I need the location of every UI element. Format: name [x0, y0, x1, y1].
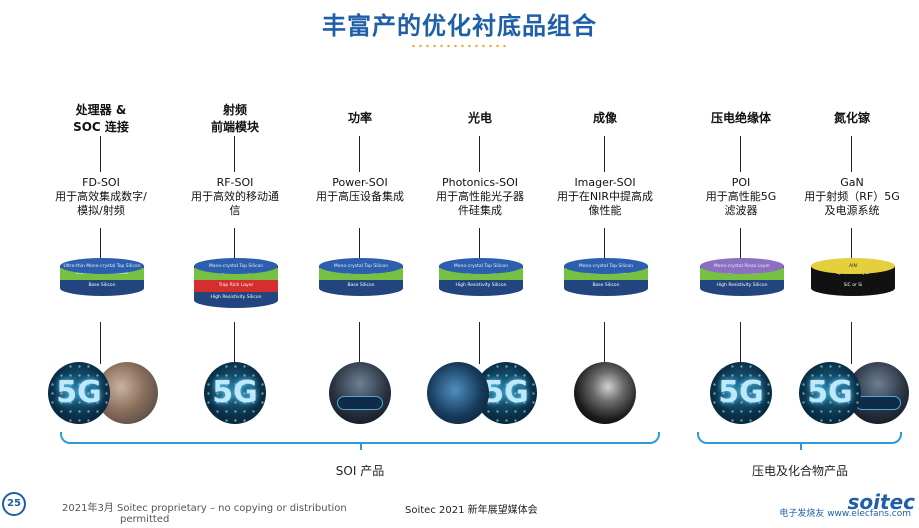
- wafer-layer: Trap Rich Layer: [194, 280, 278, 292]
- wafer-layer: High Resistivity Silicon: [700, 280, 784, 292]
- connector-line: [479, 322, 480, 364]
- connector-line: [740, 228, 741, 260]
- connector-line: [740, 136, 741, 172]
- connector-line: [851, 136, 852, 172]
- wafer-top-layer: [564, 258, 648, 274]
- connector-line: [740, 322, 741, 364]
- column-poi: 压电绝缘体POI用于高性能5G滤波器Buried OxideHigh Resis…: [686, 0, 796, 528]
- connector-line: [359, 228, 360, 260]
- connector-line: [479, 136, 480, 172]
- connector-line: [604, 228, 605, 260]
- connector-line: [234, 322, 235, 364]
- connector-line: [234, 228, 235, 260]
- wafer-top-layer: [194, 258, 278, 274]
- wafer-layer: Base Silicon: [60, 280, 144, 292]
- face-image: [574, 362, 636, 424]
- connector-line: [359, 136, 360, 172]
- wafer-top-label: Mono-crystal Piezo Layer: [713, 264, 771, 269]
- category-label: 光电: [467, 111, 492, 125]
- 5g-image: 5G: [799, 362, 861, 424]
- soitec-logo: soitec: [847, 490, 915, 514]
- footer-event: Soitec 2021 新年展望媒体会: [405, 505, 538, 516]
- connector-line: [851, 228, 852, 260]
- category-label: 功率: [347, 111, 372, 125]
- wafer-layer: High Resistivity Silicon: [194, 292, 278, 304]
- wafer-top-label: Mono-crystal Top Silicon: [453, 264, 509, 269]
- wafer-top-label: Mono-crystal Top Silicon: [208, 264, 264, 269]
- category-label: 氮化镓: [833, 111, 870, 125]
- wafer-top-layer: [700, 258, 784, 274]
- connector-line: [851, 322, 852, 364]
- category-label: 射频前端模块: [210, 103, 259, 134]
- 5g-image: 5G: [204, 362, 266, 424]
- wafer-top-layer: [439, 258, 523, 274]
- compound-products-label: 压电及化合物产品: [751, 464, 848, 478]
- category-label: 成像: [592, 111, 617, 125]
- footer-copyright: 2021年3月 Soitec proprietary – no copying …: [62, 503, 347, 514]
- connector-line: [604, 136, 605, 172]
- wafer-layer: Base Silicon: [319, 280, 403, 292]
- category-label: 压电绝缘体: [710, 111, 771, 125]
- wafer-top-layer: [319, 258, 403, 274]
- soi-products-label: SOI 产品: [335, 464, 385, 478]
- connector-line: [100, 136, 101, 172]
- wafer-top-label: AlN: [849, 264, 857, 269]
- compound-bracket: [697, 432, 902, 450]
- wafer-layer: High Resistivity Silicon: [439, 280, 523, 292]
- connector-line: [234, 136, 235, 172]
- soi-bracket: [60, 432, 660, 450]
- connector-line: [604, 322, 605, 364]
- footer-copyright-2: permitted: [120, 514, 170, 525]
- wafer-top-label: Mono-crystal Top Silicon: [333, 264, 389, 269]
- page-number: 25: [2, 492, 26, 516]
- connector-line: [100, 228, 101, 260]
- connector-line: [100, 322, 101, 364]
- 5g-image: 5G: [48, 362, 110, 424]
- page-title: 丰富产的优化衬底品组合: [322, 12, 597, 40]
- car-image: [329, 362, 391, 424]
- lab-image: [427, 362, 489, 424]
- wafer-top-label: Mono-crystal Top Silicon: [578, 264, 634, 269]
- connector-line: [479, 228, 480, 260]
- watermark: 电子发烧友 www.elecfans.com: [779, 509, 911, 519]
- category-label: 处理器 &SOC 连接: [73, 103, 129, 134]
- wafer-top-label: Ultra-thin Mono-crystal Top Silicon: [63, 264, 141, 269]
- wafer-layer: SiC or Si: [811, 280, 895, 292]
- title-decoration: [410, 44, 510, 48]
- 5g-image: 5G: [710, 362, 772, 424]
- wafer-top-layer: [60, 258, 144, 274]
- connector-line: [359, 322, 360, 364]
- wafer-top-layer: [811, 258, 895, 274]
- wafer-layer: Base Silicon: [564, 280, 648, 292]
